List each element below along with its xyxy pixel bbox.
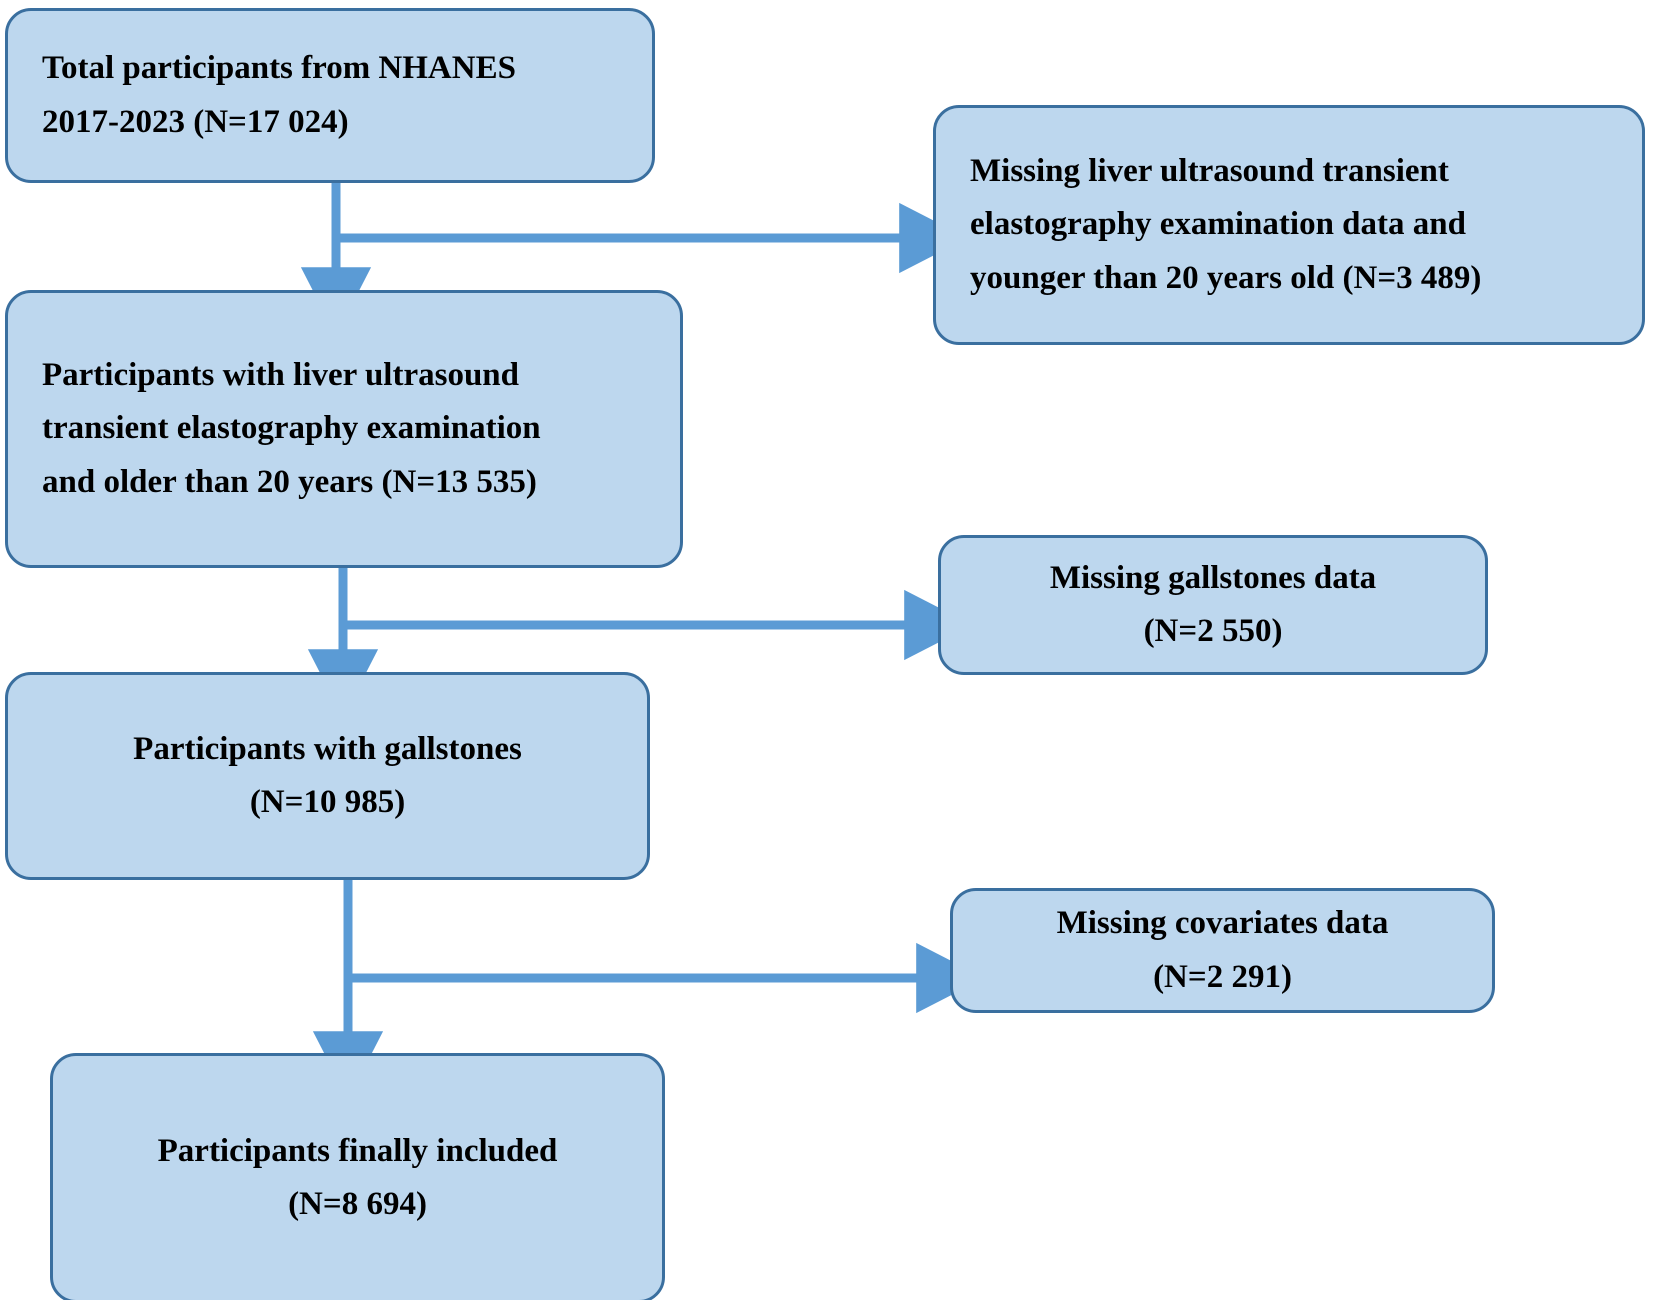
node-line: Missing liver ultrasound transient bbox=[970, 152, 1449, 189]
node-line: younger than 20 years old (N=3 489) bbox=[970, 259, 1482, 296]
node-excluded-elastography[interactable]: Missing liver ultrasound transient elast… bbox=[933, 105, 1645, 345]
node-line: Participants finally included bbox=[157, 1132, 558, 1169]
node-line: Participants with liver ultrasound bbox=[42, 356, 520, 393]
node-with-elastography[interactable]: Participants with liver ultrasound trans… bbox=[5, 290, 683, 568]
node-excluded-gallstones[interactable]: Missing gallstones data (N=2 550) bbox=[938, 535, 1488, 675]
node-line: and older than 20 years (N=13 535) bbox=[42, 463, 537, 500]
node-line: (N=8 694) bbox=[288, 1186, 427, 1222]
node-line: Participants with gallstones bbox=[133, 730, 522, 767]
node-line: (N=2 550) bbox=[1143, 613, 1283, 649]
node-final-included[interactable]: Participants finally included (N=8 694) bbox=[50, 1053, 665, 1300]
node-line: 2017-2023 (N=17 024) bbox=[42, 103, 349, 140]
node-line: Total participants from NHANES bbox=[42, 50, 516, 87]
node-total-participants[interactable]: Total participants from NHANES 2017-2023… bbox=[5, 8, 655, 183]
node-line: Missing gallstones data bbox=[1049, 559, 1377, 596]
node-line: (N=2 291) bbox=[1153, 958, 1292, 995]
node-line: (N=10 985) bbox=[249, 784, 406, 820]
node-line: elastography examination data and bbox=[970, 206, 1466, 243]
node-with-gallstones[interactable]: Participants with gallstones (N=10 985) bbox=[5, 672, 650, 880]
node-excluded-covariates[interactable]: Missing covariates data (N=2 291) bbox=[950, 888, 1495, 1013]
node-line: transient elastography examination bbox=[42, 410, 541, 447]
node-line: Missing covariates data bbox=[1056, 905, 1389, 942]
